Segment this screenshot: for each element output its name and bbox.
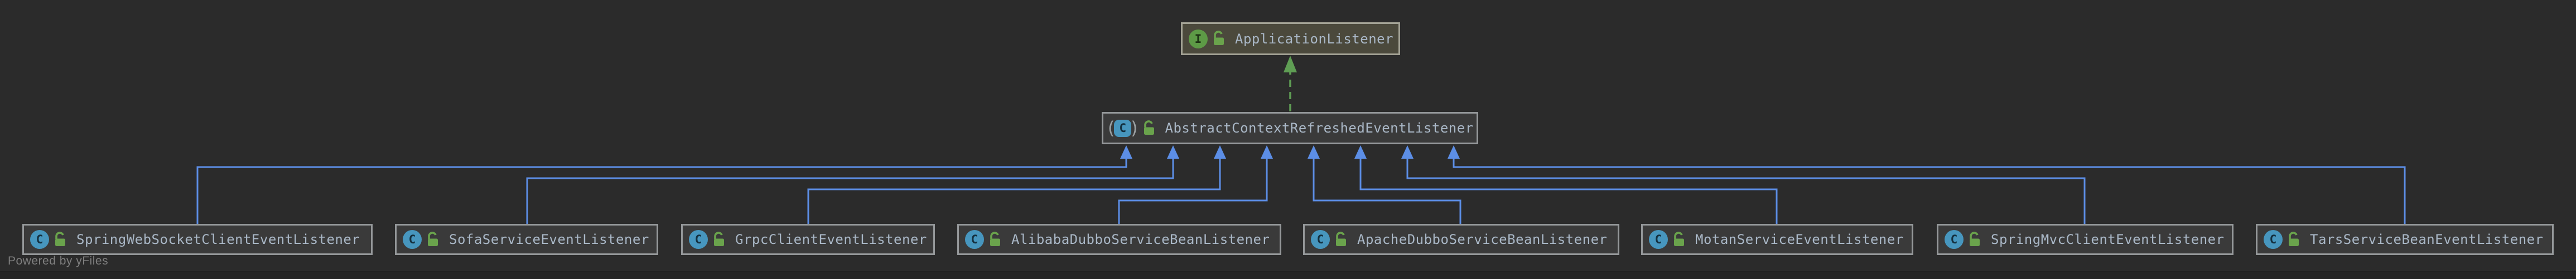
edge-extends-6 [1354, 145, 1778, 224]
public-lock-icon [1214, 31, 1224, 45]
class-icon: C [1945, 230, 1964, 249]
edge-extends-7 [1401, 145, 2086, 224]
canvas-bottom-edge [0, 271, 2576, 279]
public-lock-icon [990, 231, 1000, 246]
public-lock-icon [1674, 231, 1684, 246]
edge-extends-5 [1308, 145, 1461, 224]
edge-extends-3 [807, 145, 1226, 224]
node-sofa-service-event-listener[interactable]: C SofaServiceEventListener [395, 224, 658, 255]
public-lock-icon [2289, 231, 2299, 246]
class-icon: C [30, 230, 49, 249]
node-label: AlibabaDubboServiceBeanListener [1011, 232, 1270, 247]
node-label: AbstractContextRefreshedEventListener [1165, 120, 1474, 136]
public-lock-icon [1144, 120, 1154, 135]
interface-icon: I [1189, 29, 1208, 48]
node-spring-mvc-client-event-listener[interactable]: C SpringMvcClientEventListener [1937, 224, 2234, 255]
edge-extends-8 [1448, 145, 2406, 224]
node-label: GrpcClientEventListener [735, 232, 927, 247]
node-abstract-context-refreshed-event-listener[interactable]: ( C ) AbstractContextRefreshedEventListe… [1102, 112, 1478, 144]
node-tars-service-bean-event-listener[interactable]: C TarsServiceBeanEventListener [2256, 224, 2554, 255]
public-lock-icon [714, 231, 724, 246]
class-icon: C [1649, 230, 1668, 249]
node-label: SpringWebSocketClientEventListener [76, 232, 360, 247]
edge-realization [1284, 56, 1297, 111]
public-lock-icon [1970, 231, 1980, 246]
edge-extends-2 [526, 145, 1179, 224]
node-label: TarsServiceBeanEventListener [2310, 232, 2544, 247]
node-label: SpringMvcClientEventListener [1991, 232, 2225, 247]
yfiles-watermark: Powered by yFiles [8, 254, 109, 267]
node-label: ApplicationListener [1235, 31, 1394, 47]
class-icon: C [403, 230, 422, 249]
node-apache-dubbo-service-bean-listener[interactable]: C ApacheDubboServiceBeanListener [1303, 224, 1619, 255]
node-alibaba-dubbo-service-bean-listener[interactable]: C AlibabaDubboServiceBeanListener [957, 224, 1281, 255]
node-grpc-client-event-listener[interactable]: C GrpcClientEventListener [681, 224, 935, 255]
class-icon: C [965, 230, 984, 249]
abstract-class-icon: ( C ) [1106, 118, 1140, 139]
class-icon: C [1311, 230, 1330, 249]
node-label: SofaServiceEventListener [449, 232, 649, 247]
class-icon: C [689, 230, 708, 249]
node-motan-service-event-listener[interactable]: C MotanServiceEventListener [1641, 224, 1913, 255]
class-icon: C [2264, 230, 2283, 249]
node-application-listener[interactable]: I ApplicationListener [1181, 22, 1400, 55]
node-label: ApacheDubboServiceBeanListener [1357, 232, 1608, 247]
node-label: MotanServiceEventListener [1695, 232, 1904, 247]
node-spring-web-socket-client-event-listener[interactable]: C SpringWebSocketClientEventListener [22, 224, 373, 255]
public-lock-icon [1336, 231, 1346, 246]
edge-extends-4 [1118, 145, 1273, 224]
public-lock-icon [428, 231, 438, 246]
edge-extends-1 [196, 145, 1132, 224]
public-lock-icon [55, 231, 65, 246]
